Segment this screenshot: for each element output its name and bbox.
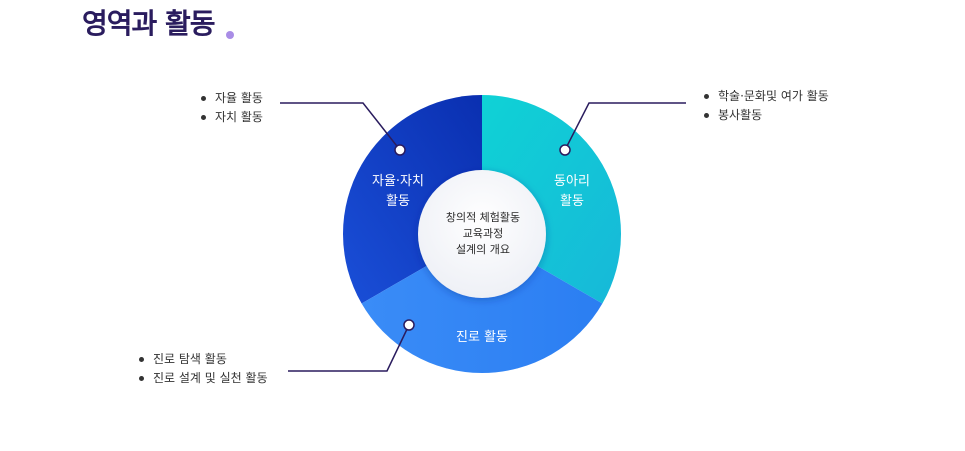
list-item: 진로 설계 및 실천 활동 [139, 369, 268, 388]
autonomy-anchor-dot [394, 144, 406, 156]
list-item: 자치 활동 [201, 108, 263, 127]
title-dot [226, 31, 234, 39]
center-label-line: 창의적 체험활동 [445, 211, 521, 224]
autonomy-segment-label: 자율·자치 활동 [356, 172, 440, 212]
career-anchor-dot [403, 319, 415, 331]
career-segment [361, 234, 603, 374]
autonomy-connector-line [280, 102, 401, 151]
club-label-line: 동아리 [554, 174, 590, 189]
career-segment-label: 진로 활동 [432, 328, 532, 348]
list-item: 자율 활동 [201, 89, 263, 108]
career-notes: 진로 탐색 활동 진로 설계 및 실천 활동 [139, 350, 268, 388]
club-notes: 학술·문화및 여가 활동 봉사활동 [704, 87, 829, 125]
career-label-line: 진로 활동 [456, 330, 508, 345]
club-label-line: 활동 [560, 194, 584, 209]
autonomy-label-line: 활동 [386, 194, 410, 209]
club-anchor-dot [559, 144, 571, 156]
list-item: 진로 탐색 활동 [139, 350, 268, 369]
career-connector-line [288, 324, 410, 372]
center-label: 창의적 체험활동 교육과정 설계의 개요 [418, 170, 548, 298]
center-circle [418, 170, 546, 298]
autonomy-notes: 자율 활동 자치 활동 [201, 89, 263, 127]
list-item: 학술·문화및 여가 활동 [704, 87, 829, 106]
page-title: 영역과 활동 [82, 7, 216, 40]
club-connector-line [564, 102, 686, 151]
center-label-line: 설계의 개요 [455, 243, 511, 256]
center-label-line: 교육과정 [462, 227, 504, 240]
club-segment-label: 동아리 활동 [530, 172, 614, 212]
autonomy-label-line: 자율·자치 [372, 174, 424, 189]
list-item: 봉사활동 [704, 106, 829, 125]
